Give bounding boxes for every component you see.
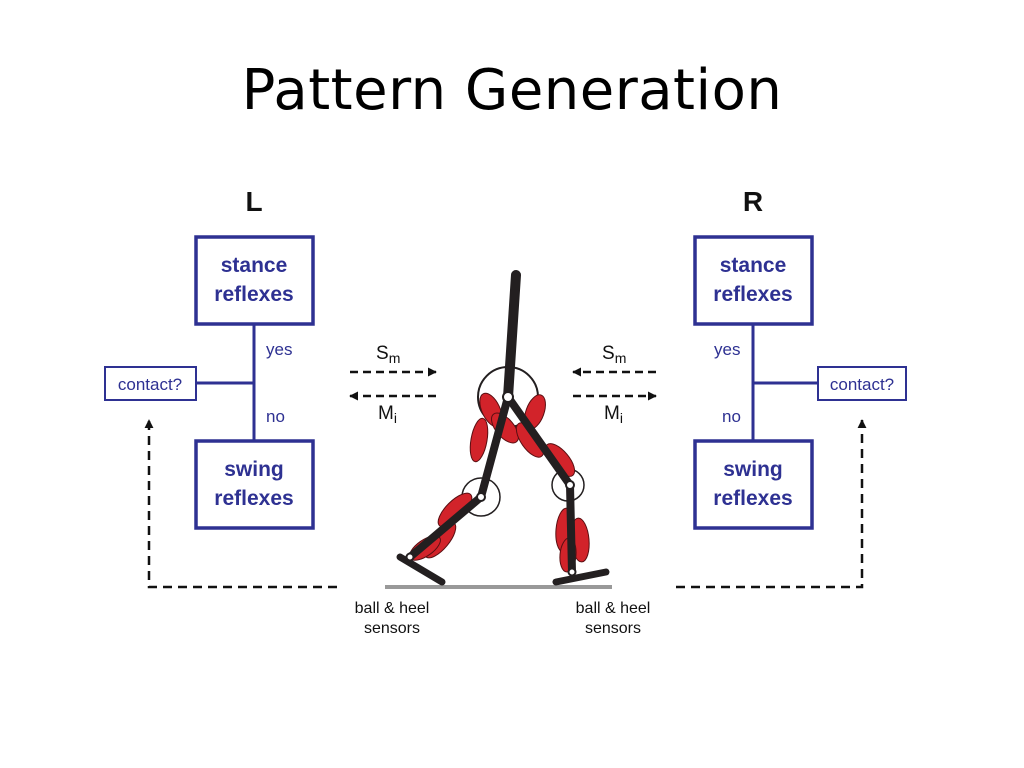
left-stance-reflexes-box xyxy=(194,235,315,326)
right-thigh-segment xyxy=(504,393,574,489)
left-swing-reflexes-box xyxy=(194,439,315,530)
right-signal-arrows: Sm Mi xyxy=(572,343,657,426)
right-sensory-signal-label: Sm xyxy=(602,343,626,366)
right-ankle-joint xyxy=(567,567,577,577)
walker-model-icon xyxy=(385,270,612,589)
left-ankle-joint xyxy=(405,552,415,562)
right-stance-reflexes-box xyxy=(693,235,814,326)
left-feedback-arrow xyxy=(144,419,337,589)
left-sensory-signal-label: Sm xyxy=(376,343,400,366)
right-foot-segment xyxy=(552,568,610,586)
left-signal-arrows: Sm Mi xyxy=(349,343,437,426)
left-swing-label-line1: swing xyxy=(224,458,284,481)
right-controller: R stance reflexes swing reflexes contact… xyxy=(676,186,907,589)
trunk-segment xyxy=(503,270,521,402)
right-swing-label-line1: swing xyxy=(723,458,783,481)
left-foot-segment xyxy=(396,553,446,586)
hip-joint xyxy=(502,391,514,403)
right-swing-label-line2: reflexes xyxy=(713,487,792,510)
right-feedback-arrow xyxy=(676,419,867,589)
left-contact-box xyxy=(104,366,197,401)
right-knee-joint xyxy=(565,480,575,490)
left-thigh-segment xyxy=(477,393,512,501)
right-side-label: R xyxy=(743,186,763,217)
right-yes-label: yes xyxy=(714,340,740,359)
right-contact-box xyxy=(817,366,907,401)
right-swing-reflexes-box xyxy=(693,439,814,530)
muscle xyxy=(469,417,489,463)
left-stance-label-line2: reflexes xyxy=(214,283,293,306)
right-sensors-label-line2: sensors xyxy=(585,620,641,637)
slide-title: Pattern Generation xyxy=(241,58,783,123)
left-sensors-label-line1: ball & heel xyxy=(355,600,430,617)
left-side-label: L xyxy=(245,186,262,217)
left-sensors-label-line2: sensors xyxy=(364,620,420,637)
right-motor-signal-label: Mi xyxy=(604,403,623,426)
left-controller: L stance reflexes swing reflexes contact… xyxy=(104,186,337,589)
right-contact-label: contact? xyxy=(830,375,894,394)
left-stance-label-line1: stance xyxy=(221,254,288,277)
left-contact-label: contact? xyxy=(118,375,182,394)
left-no-label: no xyxy=(266,407,285,426)
right-no-label: no xyxy=(722,407,741,426)
left-motor-signal-label: Mi xyxy=(378,403,397,426)
left-yes-label: yes xyxy=(266,340,292,359)
left-swing-label-line2: reflexes xyxy=(214,487,293,510)
right-stance-label-line1: stance xyxy=(720,254,787,277)
right-stance-label-line2: reflexes xyxy=(713,283,792,306)
left-shank-segment xyxy=(406,493,485,561)
right-sensors-label-line1: ball & heel xyxy=(576,600,651,617)
left-knee-joint xyxy=(476,492,486,502)
right-shank-segment xyxy=(566,481,576,576)
